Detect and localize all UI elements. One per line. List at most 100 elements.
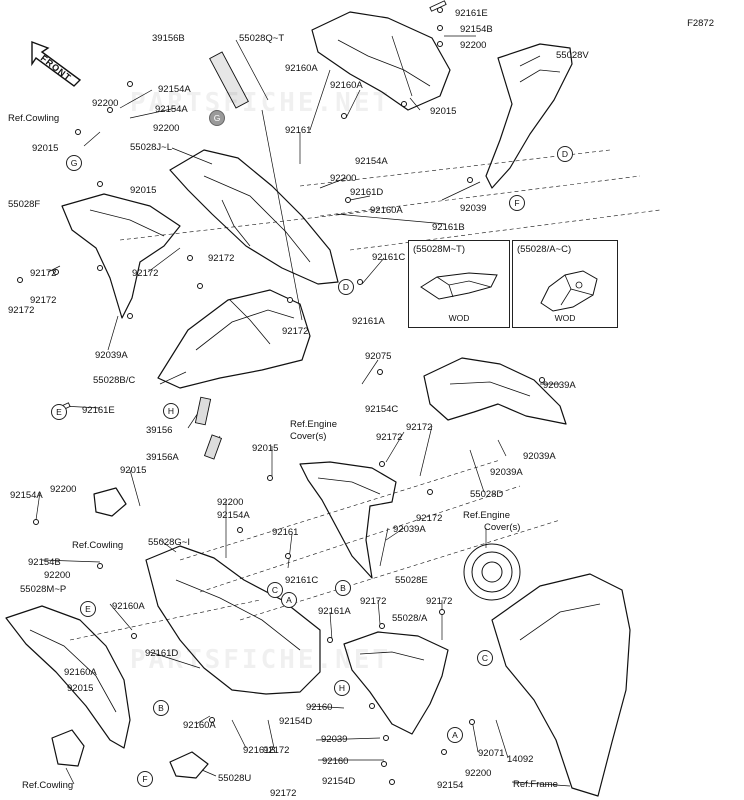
reference-callout: G [66,155,82,171]
panel-contour-line [229,299,271,345]
cowl-panel-outline [5,605,131,749]
leader-line [309,705,345,709]
fastener-symbol [285,553,291,559]
panel-contour-line [195,309,295,351]
fastener-symbol [383,735,389,741]
part-label: 92075 [365,351,392,362]
assembly-guide-line [349,209,661,251]
fastener-symbol [17,277,23,283]
inset-title: (55028M~T) [413,244,466,255]
part-label: 92172 [270,788,297,799]
part-label: 92161B [432,222,465,233]
reference-callout: D [557,146,573,162]
leader-line [379,527,389,567]
reference-callout: D [338,279,354,295]
cowl-panel-outline [169,149,339,285]
part-label: 92039A [490,467,523,478]
part-label: 92172 [376,432,403,443]
reference-callout: F [137,771,153,787]
part-label: 92161C [285,575,319,586]
leader-line [361,359,379,385]
leader-line [195,715,211,725]
leader-line [41,559,101,563]
leader-line [349,195,371,201]
part-label: 92160A [285,63,318,74]
inset-title: (55028/A~C) [517,244,572,255]
part-label: 92200 [50,484,77,495]
fastener-symbol [469,719,475,725]
panel-contour-line [519,603,601,641]
assembly-guide-line [119,209,381,241]
fastener-symbol [33,519,39,525]
fastener-symbol [127,81,133,87]
part-label: 92161 [272,527,299,538]
part-label: Ref.Cowling [72,540,124,551]
watermark: PARTSFICHE.NET [130,88,392,118]
part-label: 92160 [322,756,349,767]
part-label: 92154A [10,490,43,501]
fastener-symbol [377,369,383,375]
part-label: 55028B/C [93,375,136,386]
part-label: 55028M~P [20,584,67,595]
front-arrow-icon [31,40,82,87]
part-label: 55028U [218,773,252,784]
part-label: 92172 [132,268,159,279]
part-label: 55028V [556,50,589,61]
leader-line [261,109,303,321]
part-label: 92161E [82,405,115,416]
fastener-symbol [237,527,243,533]
part-label: 92172 [208,253,235,264]
leader-line [361,257,385,285]
reference-callout: H [334,680,350,696]
part-label: 39156A [146,452,179,463]
part-label: 92200 [92,98,119,109]
leader-line [315,737,381,741]
part-label: 92154A [158,84,191,95]
part-label: 55028/A [392,613,428,624]
fastener-symbol [441,749,447,755]
part-label: 92200 [330,173,357,184]
leader-line [385,527,405,541]
fastener-symbol [357,279,363,285]
part-label: 92200 [44,570,71,581]
cowl-panel-outline [485,43,573,189]
cowl-panel-outline [491,573,631,797]
part-label: 92172 [263,745,290,756]
leader-line [329,611,333,641]
cowl-panel-outline [145,545,321,695]
inset-part-icon [420,272,498,300]
part-label: Ref.Engine [463,510,511,521]
reference-callout: B [153,700,169,716]
reference-callout: C [477,650,493,666]
part-label: 92160A [330,80,363,91]
part-label: 92172 [282,326,309,337]
leader-line [107,315,119,351]
fastener-symbol [287,297,293,303]
fastener-symbol [327,637,333,643]
part-label: 92161B [243,745,276,756]
reference-callout: H [163,403,179,419]
engine-cover-ring [463,543,521,601]
part-label: 92161D [350,187,384,198]
part-label: 92015 [67,683,94,694]
assembly-guide-line [199,485,521,593]
fastener-symbol [75,129,81,135]
fastener-symbol [427,489,433,495]
leader-line [309,69,331,131]
fastener-symbol [401,101,407,107]
leader-line [495,719,509,759]
assembly-guide-line [319,175,641,217]
leader-line [47,265,61,273]
leader-line [35,491,41,521]
reference-callout: E [51,404,67,420]
part-label: Ref.Engine [290,419,338,430]
part-label: Cover(s) [484,522,521,533]
part-label: 92071 [478,748,505,759]
part-label: 92154D [322,776,356,787]
panel-contour-line [89,209,165,237]
part-label: 92160A [370,205,403,216]
engine-cover-ring [481,561,503,583]
leader-line [319,177,347,189]
